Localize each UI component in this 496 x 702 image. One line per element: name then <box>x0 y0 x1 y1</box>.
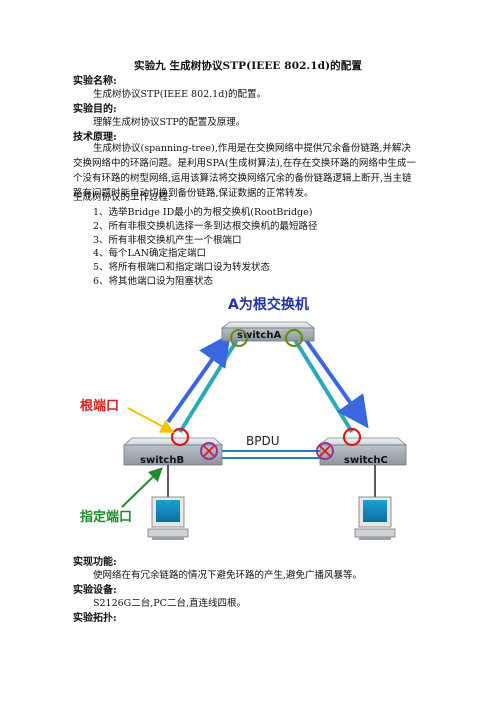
root-port-pointer-arrow <box>127 407 175 433</box>
root-port-annotation: 根端口 <box>80 398 119 414</box>
pc-right-icon <box>354 496 396 540</box>
designated-port-a-left <box>229 328 249 348</box>
switch-b-label: switchB <box>140 455 184 466</box>
link-a-c <box>293 338 354 434</box>
experiment-name-text: 生成树协议STP(IEEE 802.1d)的配置。 <box>93 89 267 100</box>
step-item: 1、选举Bridge ID最小的为根交换机(RootBridge) <box>93 207 313 218</box>
bpdu-label: BPDU <box>246 434 280 448</box>
blocked-port-c <box>316 442 334 460</box>
designated-port-annotation: 指定端口 <box>80 509 132 525</box>
link-a-b <box>178 338 239 434</box>
step-item: 5、将所有根端口和指定端口设为转发状态 <box>93 262 271 273</box>
heading-experiment-goal: 实验目的: <box>73 104 117 115</box>
root-switch-label: A为根交换机 <box>228 296 309 313</box>
doc-title: 实验九 生成树协议STP(IEEE 802.1d)的配置 <box>134 60 362 72</box>
bpdu-arrow-b-to-a <box>166 333 231 424</box>
process-intro: 生成树协议的工作过程: <box>73 192 172 203</box>
bpdu-arrow-a-to-c <box>304 338 369 429</box>
switch-c-device: switchC <box>318 437 408 466</box>
heading-topology: 实验拓扑: <box>73 613 117 624</box>
root-port-b <box>170 427 190 447</box>
step-item: 2、所有非根交换机选择一条到达根交换机的最短路径 <box>93 221 318 232</box>
heading-experiment-name: 实验名称: <box>73 76 117 87</box>
heading-function: 实现功能: <box>73 557 117 568</box>
experiment-goal-text: 理解生成树协议STP的配置及原理。 <box>93 117 246 128</box>
root-port-c <box>342 427 362 447</box>
step-item: 6、将其他端口设为阻塞状态 <box>93 276 214 287</box>
tech-principle-paragraph: 生成树协议(spanning-tree),作用是在交换网络中提供冗余备份链路,并… <box>73 143 416 199</box>
heading-equipment: 实验设备: <box>73 585 117 596</box>
switch-b-device: switchB <box>122 437 224 466</box>
heading-tech-principle: 技术原理: <box>73 132 117 143</box>
blocked-port-b <box>200 442 218 460</box>
pc-left-icon <box>147 496 189 540</box>
step-item: 4、每个LAN确定指定端口 <box>93 248 207 259</box>
function-text: 使网络在有冗余链路的情况下避免环路的产生,避免广播风暴等。 <box>93 570 363 581</box>
switch-a-label: switchA <box>237 330 281 341</box>
step-item: 3、所有非根交换机产生一个根端口 <box>93 235 242 246</box>
equipment-text: S2126G二台,PC二台,直连线四根。 <box>93 598 246 609</box>
switch-c-label: switchC <box>344 455 388 466</box>
designated-port-a-right <box>284 328 304 348</box>
designated-port-pointer-arrow <box>121 467 163 508</box>
